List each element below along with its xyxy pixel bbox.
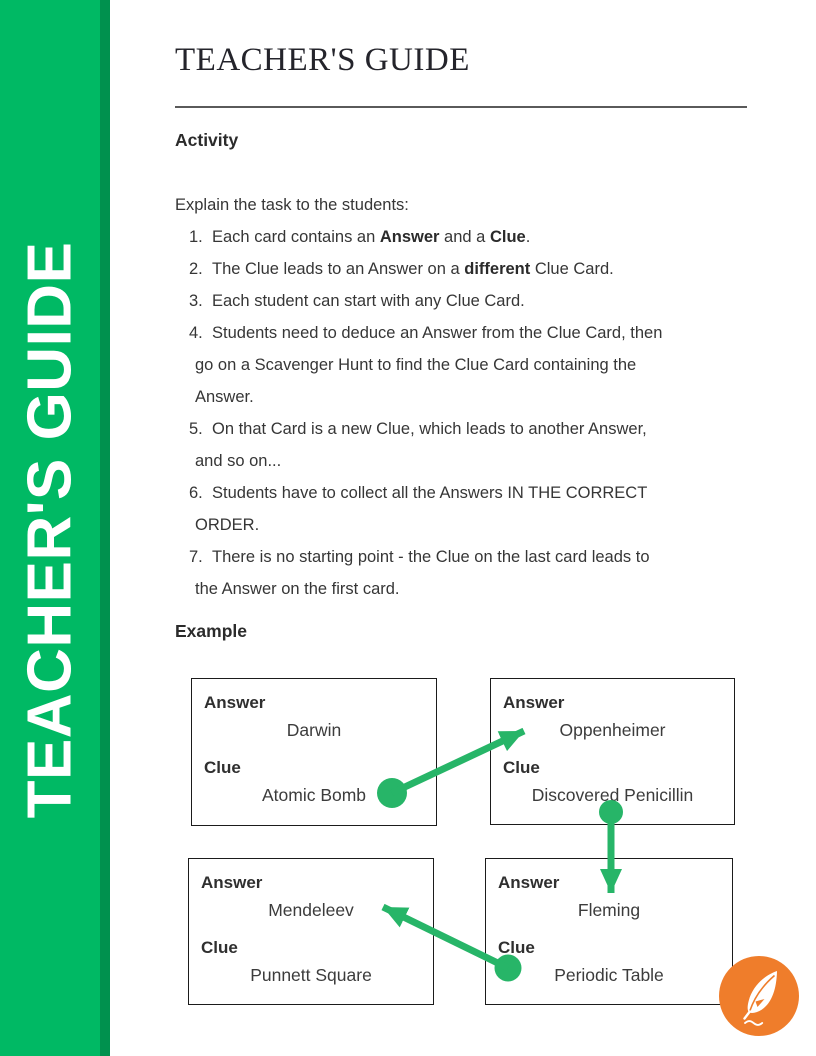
answer-value: Oppenheimer — [559, 720, 666, 740]
activity-heading: Activity — [175, 130, 239, 150]
activity-step: 4.Students need to deduce an Answer from… — [175, 317, 775, 413]
step-number: 6. — [189, 484, 203, 502]
activity-step: 2.The Clue leads to an Answer on a diffe… — [175, 253, 775, 285]
sidebar-edge-stripe — [100, 0, 110, 1056]
clue-card-fleming: Answer Fleming Clue Periodic Table — [485, 858, 733, 1005]
activity-intro: Explain the task to the students: — [175, 196, 409, 214]
step-number: 1. — [189, 228, 203, 246]
clue-card-oppenheimer: Answer Oppenheimer Clue Discovered Penic… — [490, 678, 735, 825]
answer-label: Answer — [498, 873, 560, 892]
answer-value: Darwin — [286, 720, 342, 740]
clue-label: Clue — [204, 758, 241, 777]
example-heading: Example — [175, 621, 247, 641]
answer-value: Mendeleev — [268, 900, 354, 920]
clue-card-mendeleev: Answer Mendeleev Clue Punnett Square — [188, 858, 434, 1005]
step-number: 2. — [189, 260, 203, 278]
clue-value: Discovered Penicillin — [531, 785, 694, 805]
answer-value: Fleming — [577, 900, 641, 920]
page-title: TEACHER'S GUIDE — [175, 42, 470, 78]
quill-feather-icon — [719, 956, 799, 1036]
activity-step: 1.Each card contains an Answer and a Clu… — [175, 221, 775, 253]
sidebar-vertical-title: TEACHER'S GUIDE — [15, 241, 85, 819]
clue-value: Punnett Square — [250, 965, 372, 985]
activity-step: 3.Each student can start with any Clue C… — [175, 285, 775, 317]
title-divider — [175, 106, 747, 108]
clue-value: Periodic Table — [554, 965, 664, 985]
answer-label: Answer — [201, 873, 263, 892]
activity-step: 7.There is no starting point - the Clue … — [175, 541, 775, 605]
step-number: 4. — [189, 324, 203, 342]
clue-label: Clue — [201, 938, 238, 957]
sidebar: TEACHER'S GUIDE — [0, 0, 100, 1056]
clue-label: Clue — [503, 758, 540, 777]
answer-label: Answer — [204, 693, 266, 712]
answer-label: Answer — [503, 693, 565, 712]
clue-value: Atomic Bomb — [261, 785, 367, 805]
clue-card-darwin: Answer Darwin Clue Atomic Bomb — [191, 678, 437, 826]
step-number: 3. — [189, 292, 203, 310]
step-number: 5. — [189, 420, 203, 438]
clue-label: Clue — [498, 938, 535, 957]
step-number: 7. — [189, 548, 203, 566]
activity-steps: 1.Each card contains an Answer and a Clu… — [175, 221, 775, 605]
activity-step: 5.On that Card is a new Clue, which lead… — [175, 413, 775, 477]
activity-step: 6.Students have to collect all the Answe… — [175, 477, 775, 541]
